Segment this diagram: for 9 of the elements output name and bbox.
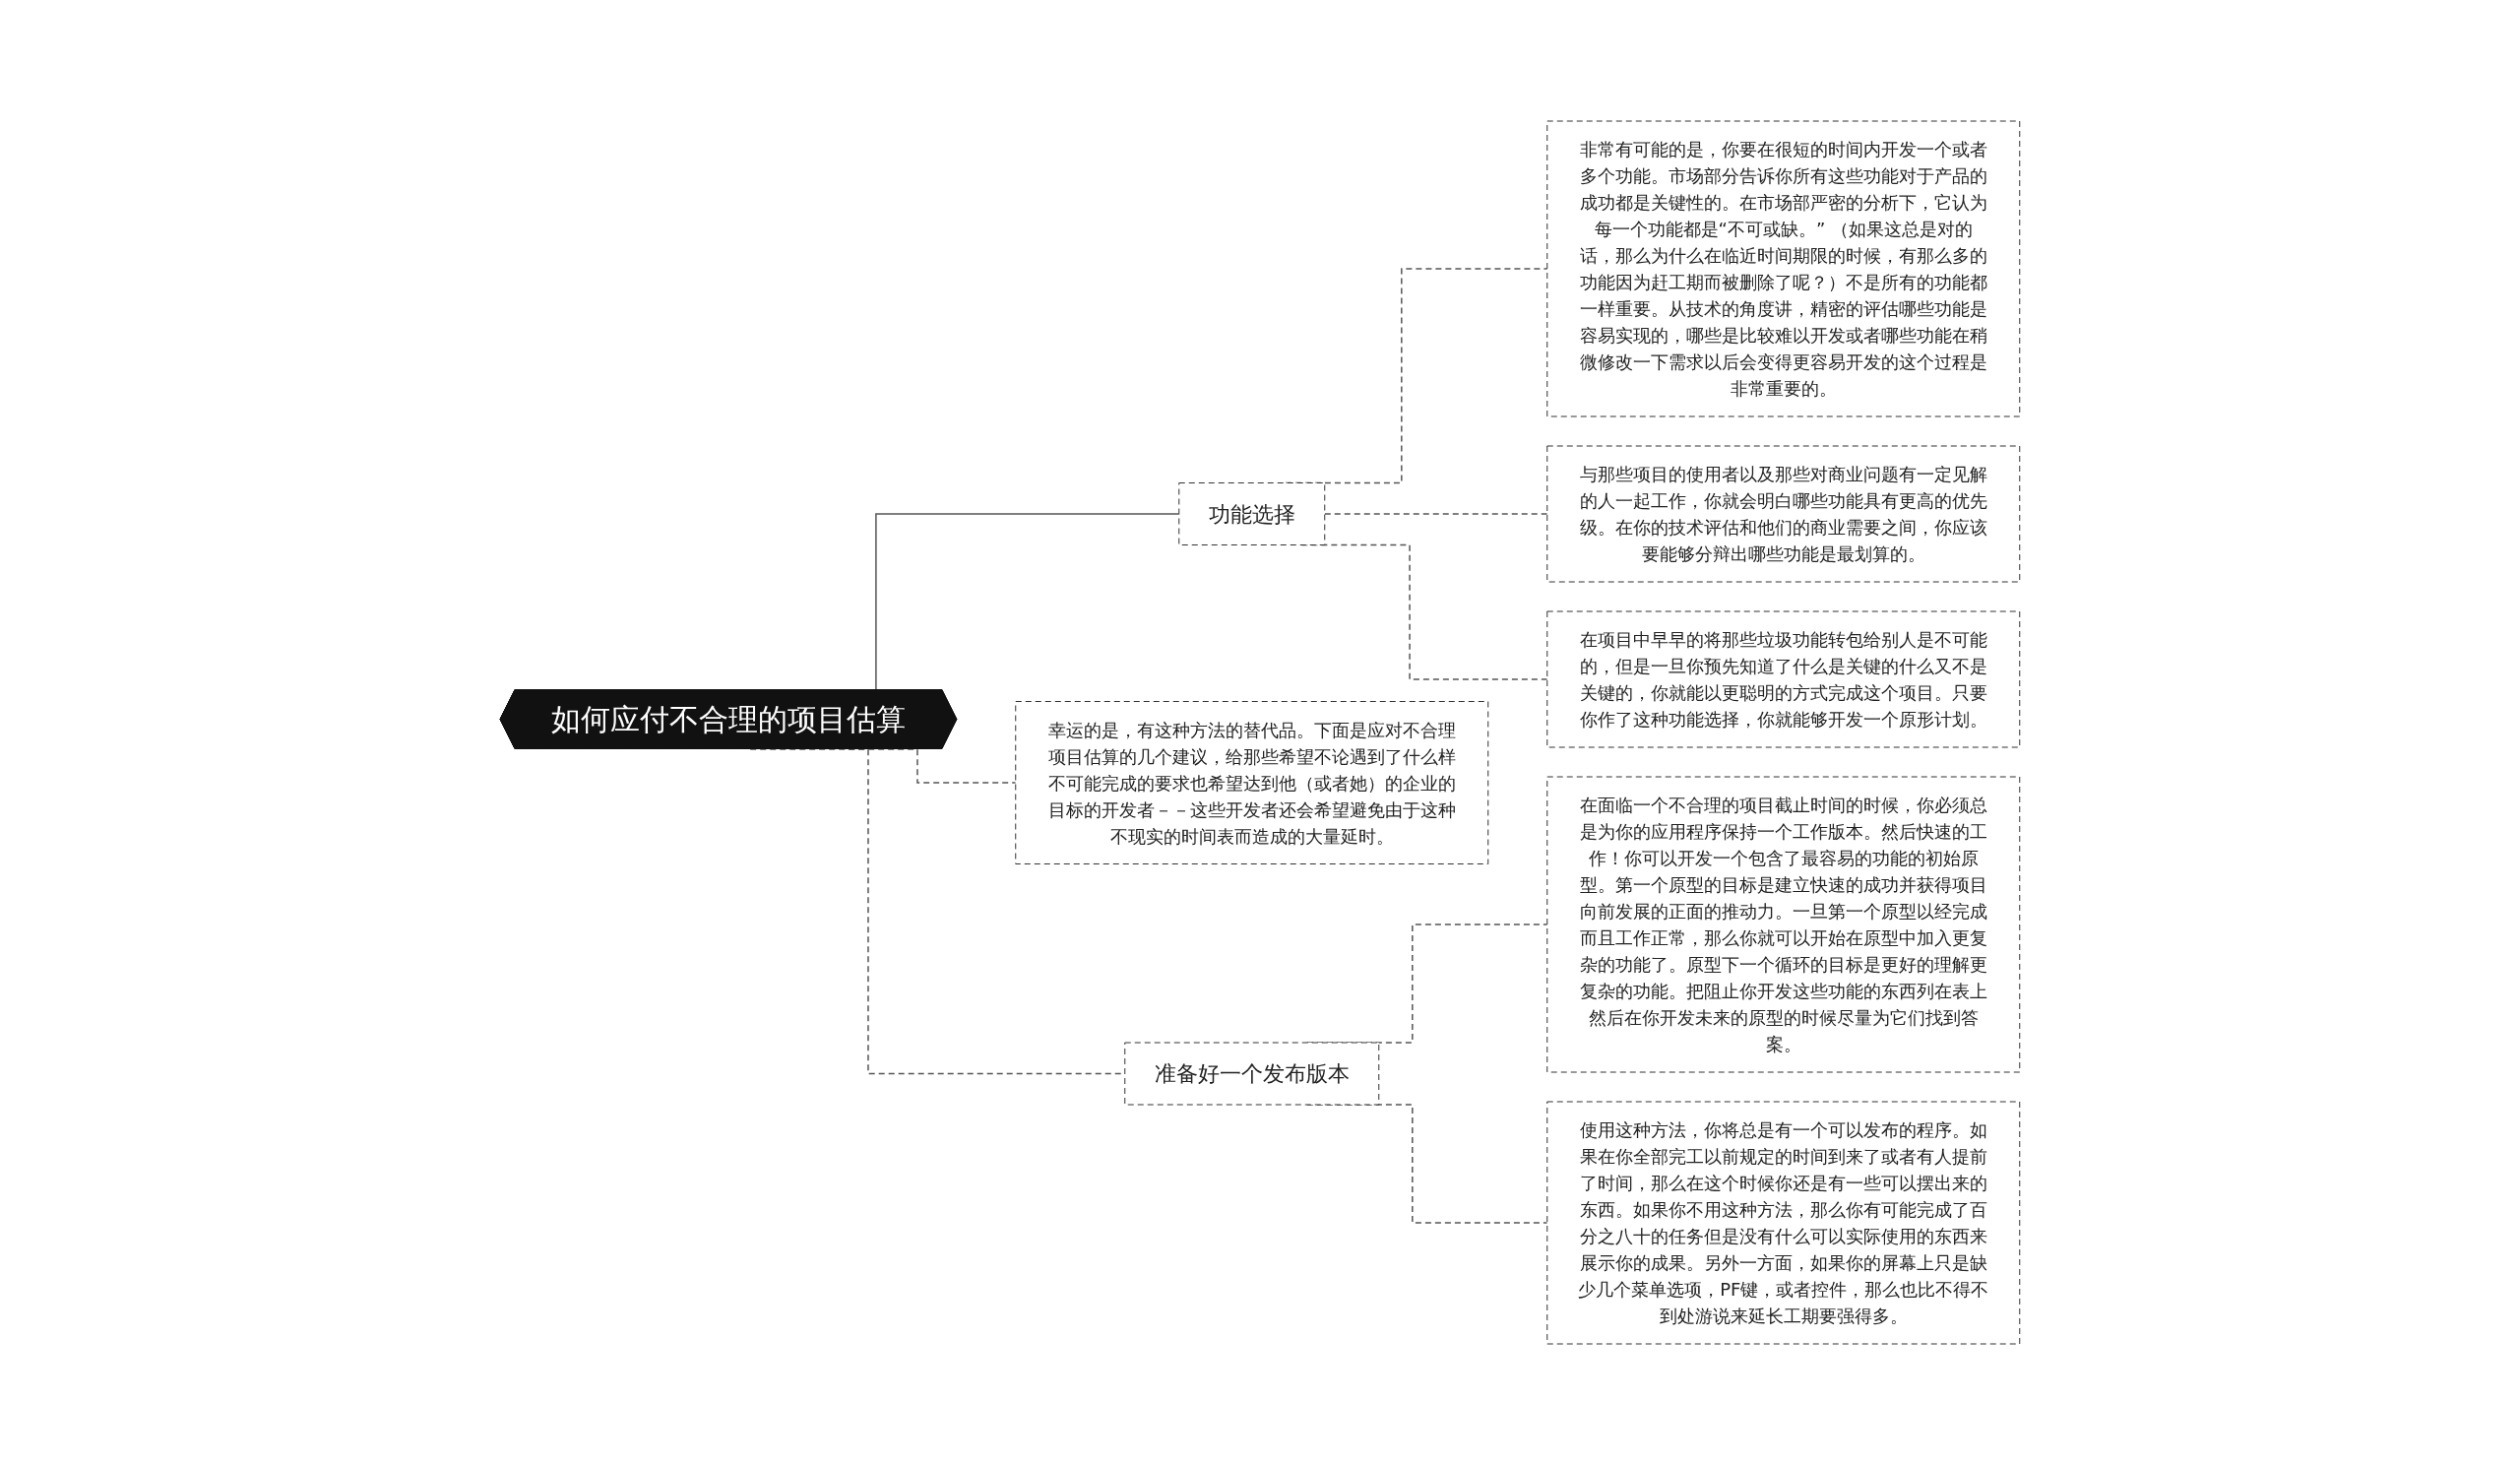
node-box: [1015, 701, 1489, 864]
node-box: [1546, 445, 2021, 583]
node-box: [1124, 1042, 1380, 1106]
node-box: [1546, 120, 2021, 417]
node-box: [1546, 610, 2021, 748]
connector: [1324, 513, 1548, 515]
node-box: [1546, 776, 2021, 1073]
node-box: [1546, 1101, 2021, 1345]
node-box: [1178, 482, 1326, 545]
